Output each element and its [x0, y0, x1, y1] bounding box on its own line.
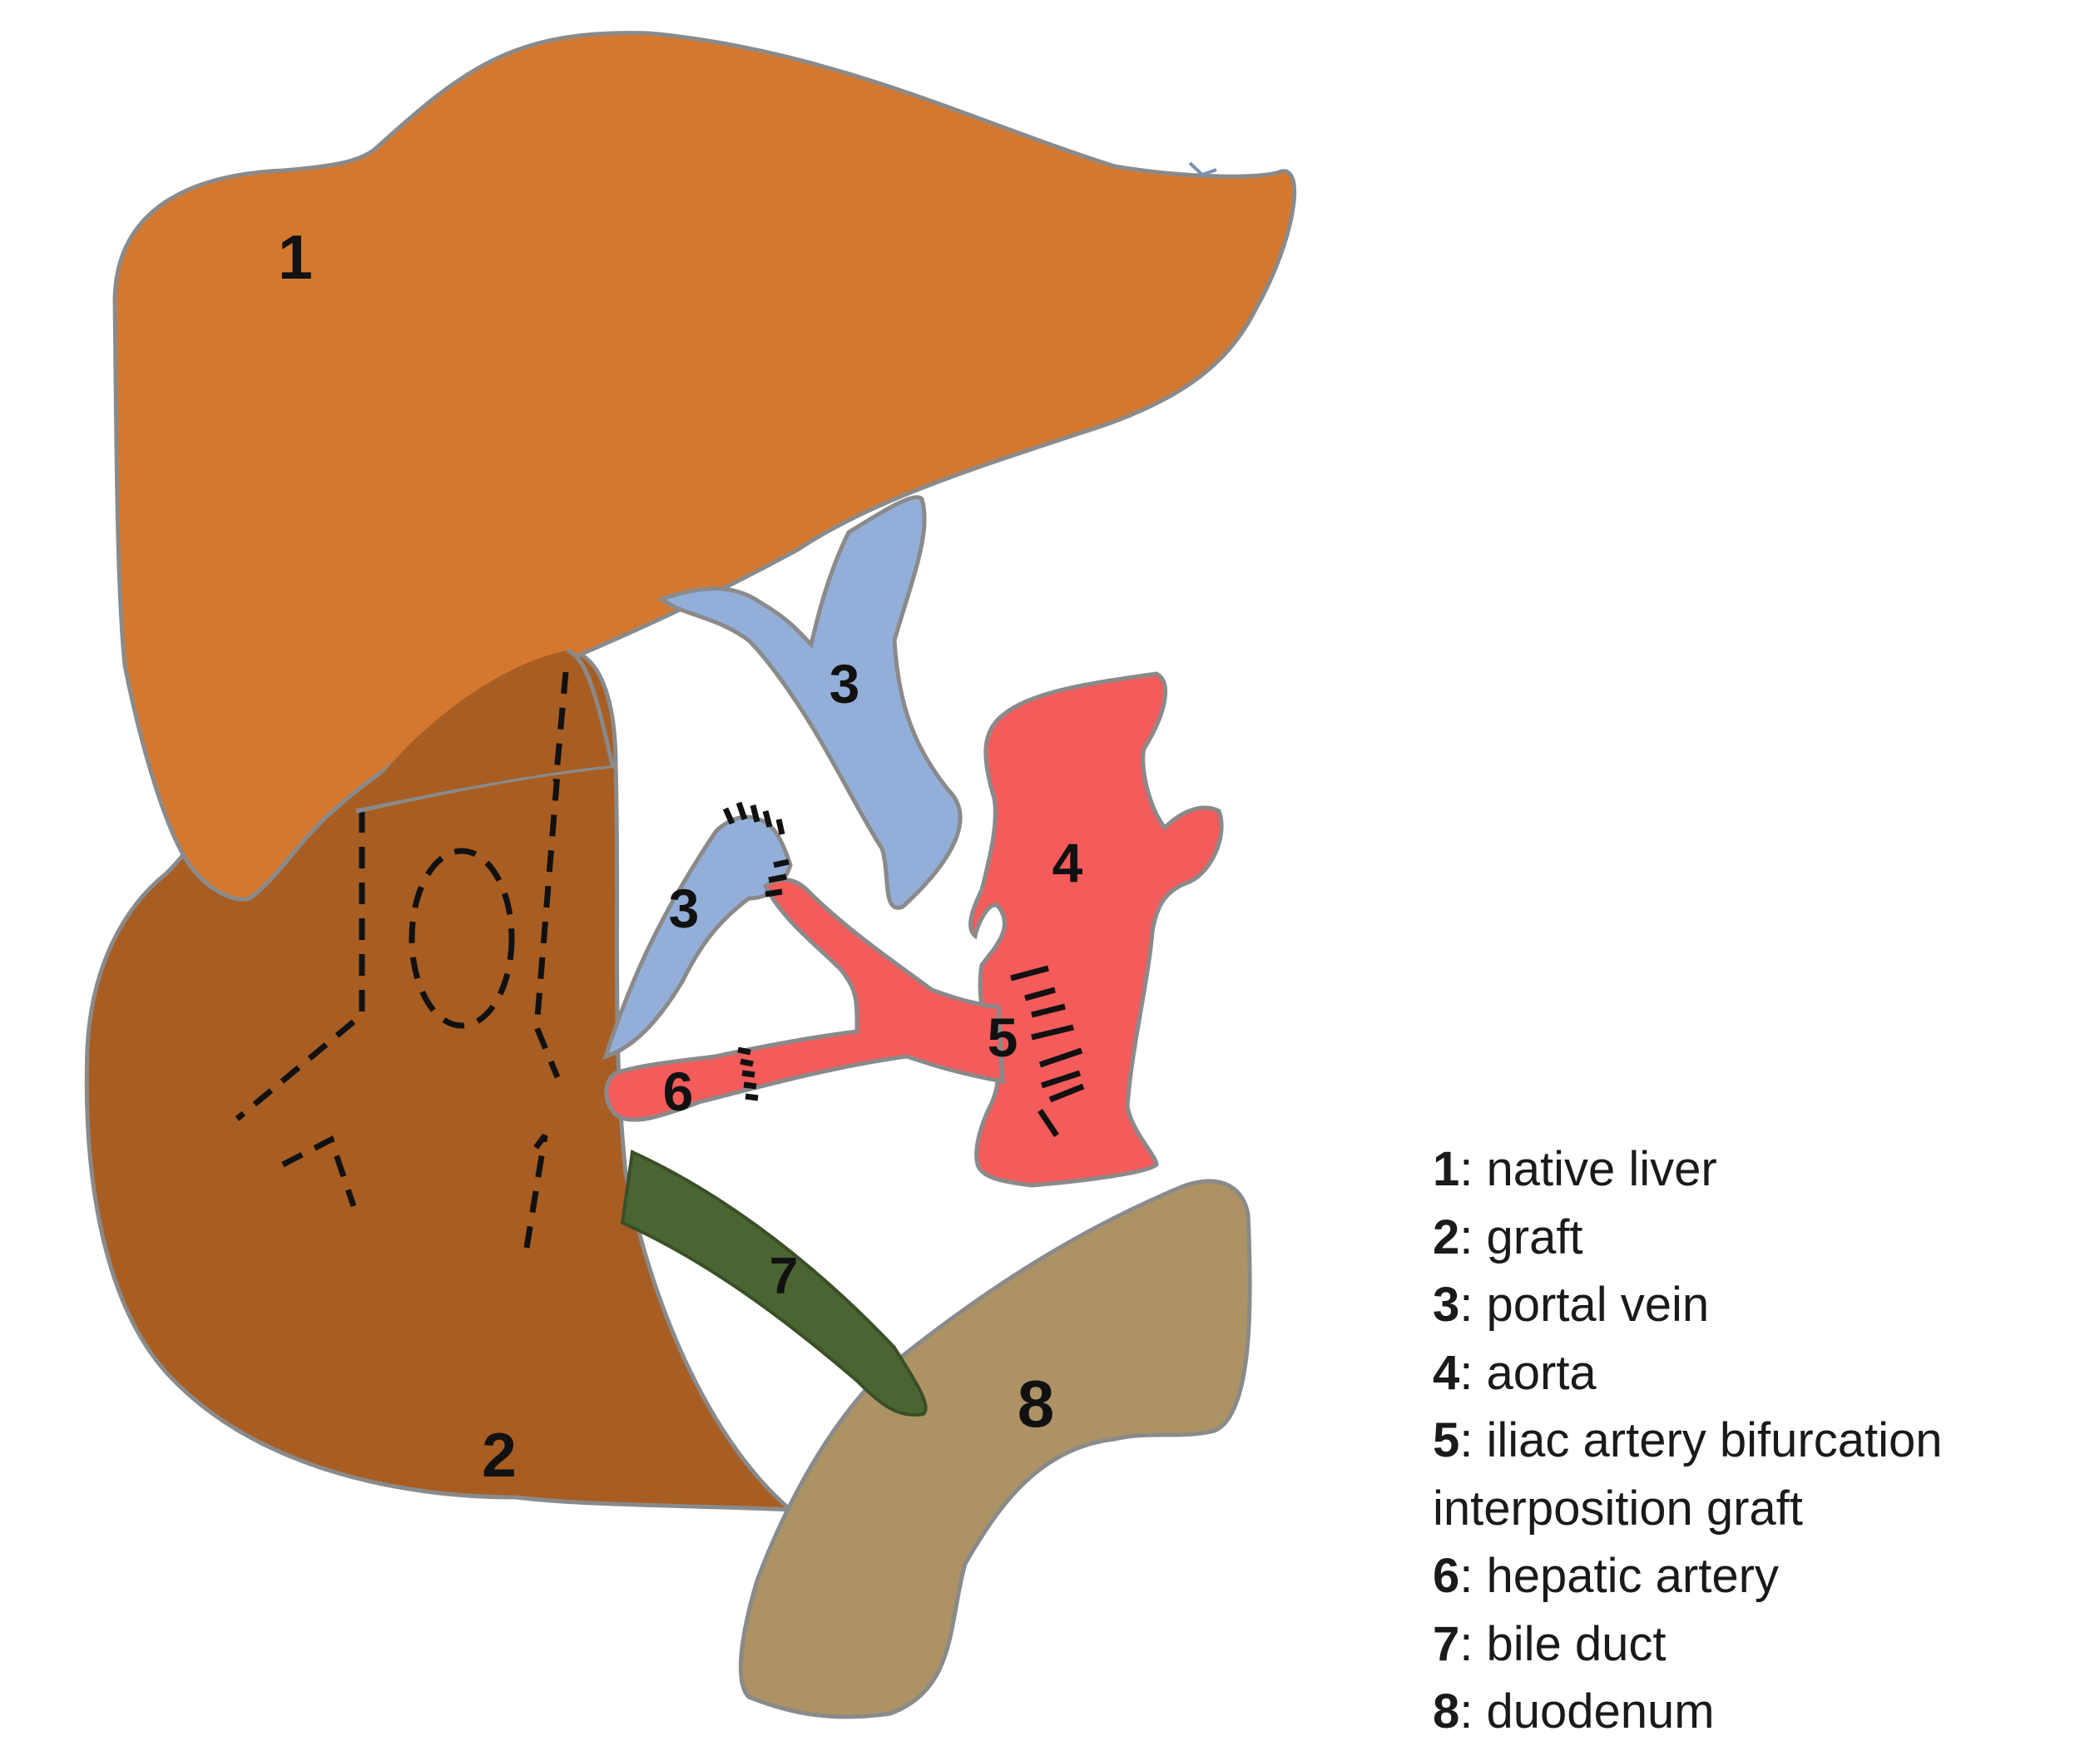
legend-item: 5: iliac artery bifurcation [1433, 1413, 1943, 1467]
legend-item: 3: portal vein [1433, 1278, 1710, 1332]
portal-vein-upper-shape [656, 495, 963, 910]
legend-item: 4: aorta [1433, 1345, 1597, 1400]
legend-item: 2: graft [1433, 1209, 1583, 1264]
legend: 1: native liver 2: graft 3: portal vein … [1433, 1135, 1943, 1746]
graft-upper-dash [552, 671, 569, 783]
legend-item: 6: hepatic artery [1433, 1549, 1779, 1603]
graft-upper-outline [566, 648, 615, 766]
legend-item: 7: bile duct [1433, 1616, 1667, 1671]
number-label-1: 1 [278, 222, 313, 292]
number-label-6: 6 [663, 1061, 694, 1122]
number-label-7: 7 [770, 1248, 798, 1305]
duodenum-shape [738, 1179, 1252, 1719]
legend-item: 1: native liver [1433, 1142, 1717, 1196]
graft-edge-band [355, 763, 617, 814]
bile-duct-shape [620, 1150, 928, 1417]
portal-vein-lower-shape [602, 814, 793, 1060]
legend-item: 8: duodenum [1433, 1684, 1715, 1739]
aorta-shape [968, 671, 1224, 1188]
number-label-4: 4 [1052, 832, 1083, 893]
number-label-5: 5 [988, 1007, 1018, 1068]
suture-marks [722, 801, 1085, 1137]
number-label-3-lower: 3 [669, 878, 700, 939]
liver-notch [1188, 161, 1217, 177]
graft-dashed-lines [235, 671, 569, 1249]
legend-item-continuation: interposition graft [1433, 1481, 1803, 1536]
number-label-8: 8 [1018, 1367, 1055, 1441]
graft-upper-part [358, 650, 612, 809]
number-label-3-upper: 3 [830, 653, 860, 715]
hepatic-artery-graft-shape [604, 877, 1005, 1122]
number-label-2: 2 [482, 1420, 517, 1490]
